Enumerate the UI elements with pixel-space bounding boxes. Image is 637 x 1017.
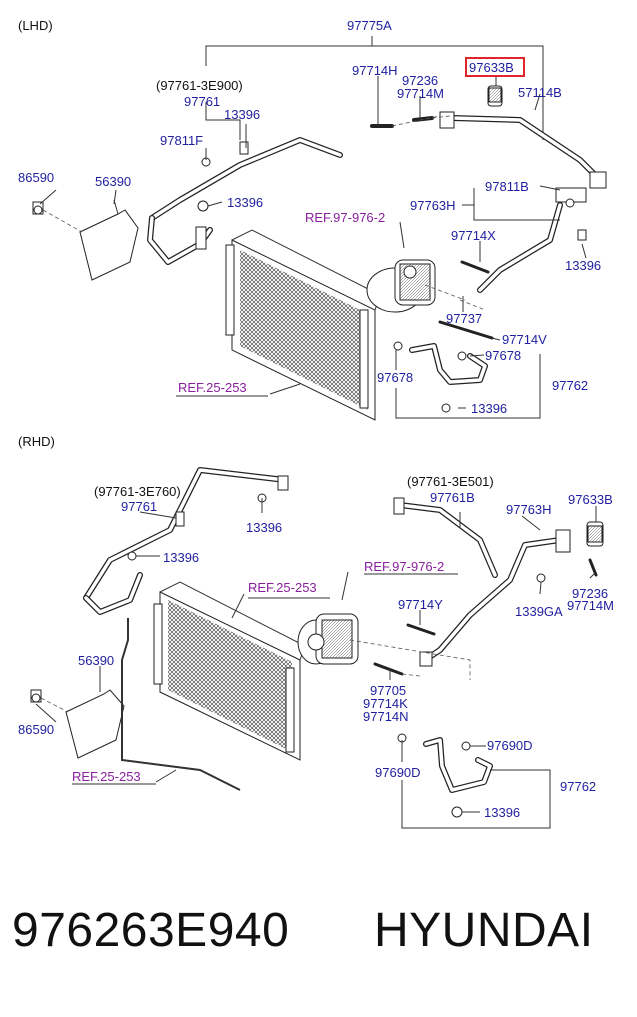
hose-97761-rhd bbox=[83, 467, 289, 615]
label-97811F: 97811F bbox=[160, 133, 203, 148]
ref-25-253-lhd[interactable]: REF.25-253 bbox=[178, 380, 247, 395]
label-97761-rhd: 97761 bbox=[121, 499, 157, 514]
label-97762-rhd: 97762 bbox=[560, 779, 596, 794]
compressor-rhd bbox=[297, 613, 359, 665]
bolt-97714M-rhd bbox=[588, 558, 598, 577]
label-97714X: 97714X bbox=[451, 228, 496, 243]
bracket-97775A bbox=[205, 45, 544, 140]
label-97761-3E501: (97761-3E501) bbox=[407, 474, 494, 489]
compressor-lhd bbox=[366, 259, 436, 313]
label-97714V: 97714V bbox=[502, 332, 547, 347]
label-97690D-left: 97690D bbox=[375, 765, 421, 780]
bolt-97714Y-rhd bbox=[406, 623, 436, 636]
rhd-header: (RHD) bbox=[18, 434, 55, 449]
label-97737: 97737 bbox=[446, 311, 482, 326]
label-97762: 97762 bbox=[552, 378, 588, 393]
lhd-section: (LHD) bbox=[18, 18, 607, 421]
bolt-86590-lhd bbox=[32, 201, 83, 233]
label-97714K: 97714K bbox=[363, 696, 408, 711]
label-56390-rhd: 56390 bbox=[78, 653, 114, 668]
label-97761: 97761 bbox=[184, 94, 220, 109]
label-1339GA: 1339GA bbox=[515, 604, 563, 619]
hose-97762-lhd bbox=[393, 198, 587, 413]
bolt-97714X-lhd bbox=[460, 260, 490, 274]
nut-1339GA-rhd bbox=[536, 573, 546, 583]
parts-diagram: (LHD) bbox=[18, 18, 614, 829]
label-97633B[interactable]: 97633B bbox=[469, 60, 514, 75]
label-97714H: 97714H bbox=[352, 63, 398, 78]
bolt-86590-rhd bbox=[30, 689, 69, 713]
brand-name: HYUNDAI bbox=[374, 904, 594, 957]
receiver-drier-97633B-lhd bbox=[487, 85, 503, 107]
condenser-rhd bbox=[153, 581, 306, 761]
label-97763H: 97763H bbox=[410, 198, 456, 213]
label-97678-left: 97678 bbox=[377, 370, 413, 385]
label-13396-rhd-b: 13396 bbox=[163, 550, 199, 565]
label-13396-rhd-a: 13396 bbox=[246, 520, 282, 535]
label-97633B-rhd: 97633B bbox=[568, 492, 613, 507]
label-86590-rhd: 86590 bbox=[18, 722, 54, 737]
hose-97761-lhd bbox=[147, 137, 343, 265]
rhd-section: (RHD) bbox=[18, 434, 614, 829]
label-97690D-right: 97690D bbox=[487, 738, 533, 753]
ref-25-253-rhd-bottom[interactable]: REF.25-253 bbox=[72, 769, 141, 784]
label-97761-3E760: (97761-3E760) bbox=[94, 484, 181, 499]
footer: 976263E940 HYUNDAI bbox=[0, 895, 637, 985]
ref-97-976-2-rhd[interactable]: REF.97-976-2 bbox=[364, 559, 444, 574]
label-97678-right: 97678 bbox=[485, 348, 521, 363]
label-13396-b: 13396 bbox=[227, 195, 263, 210]
label-97714M: 97714M bbox=[397, 86, 444, 101]
label-13396-a: 13396 bbox=[224, 107, 260, 122]
ref-97-976-2-lhd[interactable]: REF.97-976-2 bbox=[305, 210, 385, 225]
receiver-drier-97633B-rhd bbox=[586, 521, 604, 547]
label-97763H-rhd: 97763H bbox=[506, 502, 552, 517]
label-97714N: 97714N bbox=[363, 709, 409, 724]
bracket-56390-lhd bbox=[79, 199, 139, 281]
hose-97762-rhd bbox=[397, 733, 493, 818]
label-97761B: 97761B bbox=[430, 490, 475, 505]
label-13396-c: 13396 bbox=[565, 258, 601, 273]
label-97236: 97236 bbox=[402, 73, 438, 88]
condenser-lhd bbox=[225, 229, 381, 421]
pipe-97763H-rhd bbox=[419, 529, 571, 667]
label-57114B: 57114B bbox=[518, 85, 562, 100]
bolt-97714N-rhd bbox=[373, 662, 404, 676]
bracket-56390-rhd bbox=[65, 689, 125, 759]
lhd-header: (LHD) bbox=[18, 18, 53, 33]
label-97761-3E900: (97761-3E900) bbox=[156, 78, 243, 93]
bolt-97714V-lhd bbox=[438, 320, 494, 340]
label-97714Y: 97714Y bbox=[398, 597, 443, 612]
label-97236-rhd: 97236 bbox=[572, 586, 608, 601]
label-97714M-rhd: 97714M bbox=[567, 598, 614, 613]
label-56390: 56390 bbox=[95, 174, 131, 189]
ref-25-253-rhd-top[interactable]: REF.25-253 bbox=[248, 580, 317, 595]
label-97811B: 97811B bbox=[485, 179, 529, 194]
highlight-box-97633B bbox=[465, 57, 525, 77]
label-86590: 86590 bbox=[18, 170, 54, 185]
label-13396-d: 13396 bbox=[471, 401, 507, 416]
part-number: 976263E940 bbox=[12, 904, 290, 957]
label-97775A: 97775A bbox=[347, 18, 392, 33]
pipe-condenser-rhd bbox=[121, 618, 241, 791]
label-13396-rhd-c: 13396 bbox=[484, 805, 520, 820]
pipe-57114B-lhd bbox=[439, 111, 607, 293]
label-97705: 97705 bbox=[370, 683, 406, 698]
